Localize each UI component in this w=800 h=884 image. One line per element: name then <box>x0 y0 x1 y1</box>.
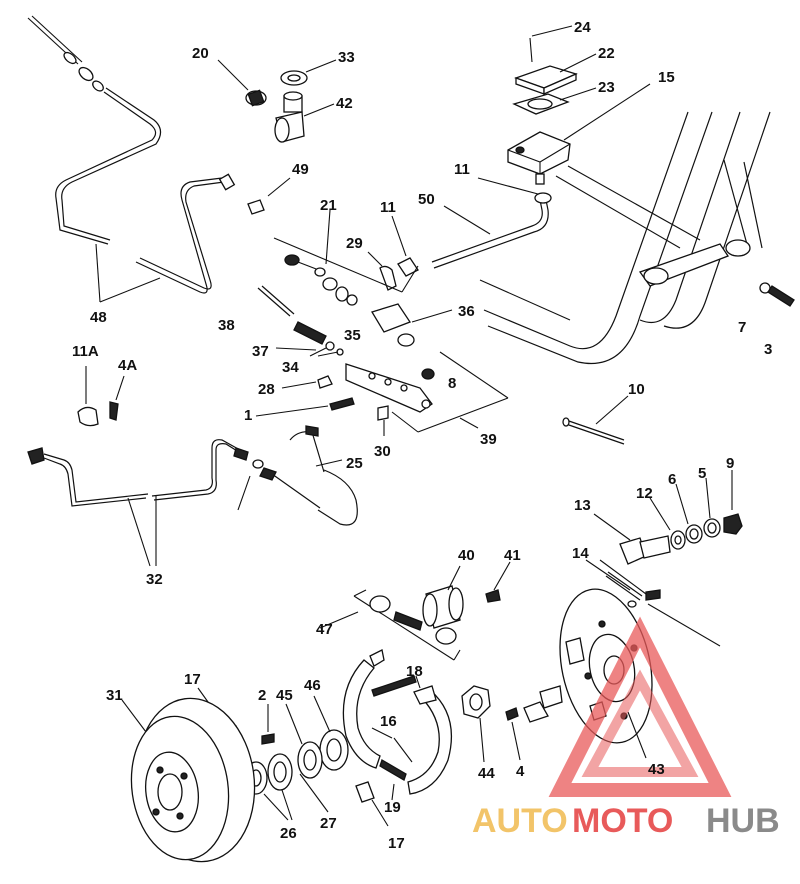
frame-tubes <box>479 111 795 364</box>
watermark-logo: AUTO MOTO HUB <box>472 616 780 840</box>
brake-line-50 <box>431 177 552 269</box>
linkage-bracket-21 <box>273 209 453 347</box>
adjuster-parts <box>505 685 563 761</box>
callout-17-top: 17 <box>184 671 201 688</box>
brake-line-32 <box>27 439 264 567</box>
callout-8: 8 <box>448 375 456 392</box>
clevis-parts <box>247 177 419 291</box>
callout-23: 23 <box>598 79 615 96</box>
callout-34: 34 <box>282 359 299 376</box>
callout-9: 9 <box>726 455 734 472</box>
callout-2: 2 <box>258 687 266 704</box>
callout-38: 38 <box>218 317 235 334</box>
callout-46: 46 <box>304 677 321 694</box>
brake-cable-assembly <box>27 15 236 303</box>
callout-44: 44 <box>478 765 495 782</box>
wheel-cylinder-group <box>319 561 511 661</box>
callout-17-bottom: 17 <box>388 835 405 852</box>
callout-32: 32 <box>146 571 163 588</box>
brake-lever-assembly <box>255 285 509 436</box>
callout-11-top: 11 <box>454 161 470 178</box>
pin-10 <box>562 395 629 445</box>
callout-26: 26 <box>280 825 297 842</box>
backing-plate-43 <box>559 588 653 759</box>
callout-33: 33 <box>338 49 355 66</box>
callout-1: 1 <box>244 407 252 424</box>
callout-42: 42 <box>336 95 353 112</box>
tee-fitting-group <box>217 59 337 143</box>
hub-nut-44 <box>461 685 491 763</box>
callout-27: 27 <box>320 815 337 832</box>
callout-37: 37 <box>252 343 269 360</box>
callout-49: 49 <box>292 161 309 178</box>
callout-31: 31 <box>106 687 123 704</box>
callout-15: 15 <box>658 69 675 86</box>
bearings <box>244 695 349 821</box>
callout-21: 21 <box>320 197 337 214</box>
callout-36: 36 <box>458 303 475 320</box>
callout-45: 45 <box>276 687 293 704</box>
callout-14: 14 <box>572 545 589 562</box>
callout-4: 4 <box>516 763 525 780</box>
brake-cable-25 <box>259 425 358 526</box>
callout-35: 35 <box>344 327 361 344</box>
callout-12: 12 <box>636 485 653 502</box>
watermark-auto: AUTO <box>472 802 568 840</box>
clip-11A-4A <box>77 366 125 427</box>
callout-43: 43 <box>648 761 665 778</box>
callout-4A: 4A <box>118 357 137 374</box>
callout-18: 18 <box>406 663 423 680</box>
anchor-pin-14 <box>585 559 721 647</box>
callout-24: 24 <box>574 19 591 36</box>
brake-drum-31 <box>121 697 256 863</box>
callout-6: 6 <box>668 471 676 488</box>
callout-28: 28 <box>258 381 275 398</box>
master-cylinder-group <box>507 25 651 185</box>
watermark-triangle <box>548 616 732 797</box>
watermark-moto: MOTO <box>572 802 673 840</box>
callout-41: 41 <box>504 547 521 564</box>
clip-17-lower <box>355 781 389 827</box>
brake-shoes <box>342 649 452 801</box>
callout-29: 29 <box>346 235 363 252</box>
callout-40: 40 <box>458 547 475 564</box>
callout-5: 5 <box>698 465 706 482</box>
callout-19: 19 <box>384 799 401 816</box>
callout-48: 48 <box>90 309 107 326</box>
callout-13: 13 <box>574 497 591 514</box>
callout-20: 20 <box>192 45 209 62</box>
callout-numbers: 20 33 42 24 22 23 15 49 11 11 50 21 29 4… <box>72 19 772 852</box>
callout-3: 3 <box>764 341 772 358</box>
callout-22: 22 <box>598 45 615 62</box>
callout-7: 7 <box>738 319 746 336</box>
callout-16: 16 <box>380 713 397 730</box>
watermark-hub: HUB <box>706 802 780 840</box>
callout-11-mid: 11 <box>380 199 396 216</box>
callout-30: 30 <box>374 443 391 460</box>
callout-47: 47 <box>316 621 333 638</box>
axle-hardware <box>593 470 743 565</box>
callout-50: 50 <box>418 191 435 208</box>
callout-11A: 11A <box>72 343 99 360</box>
callout-39: 39 <box>480 431 497 448</box>
callout-10: 10 <box>628 381 645 398</box>
callout-25: 25 <box>346 455 363 472</box>
